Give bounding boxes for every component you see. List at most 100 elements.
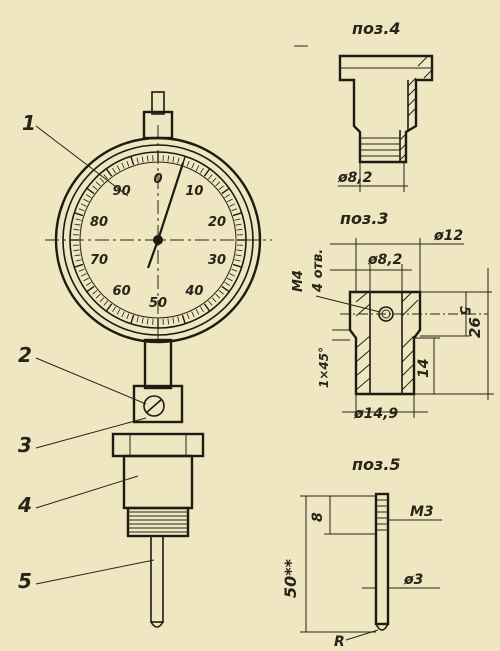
- dial-tick: [75, 218, 82, 221]
- dial-number: 30: [208, 253, 226, 268]
- dial-tick: [141, 317, 144, 324]
- dial-tick: [208, 300, 213, 306]
- dial-scale-ticks: [70, 152, 246, 328]
- dial-tick: [199, 306, 204, 313]
- dial-tick: [74, 212, 84, 217]
- part5-title: поз.5: [352, 455, 401, 474]
- dial-tick: [74, 254, 81, 257]
- part4-outline: [338, 54, 434, 164]
- part5-dim-8: 8: [310, 512, 326, 522]
- dial-tick: [95, 293, 101, 299]
- clamp-screw: [143, 395, 165, 417]
- dial-tick: [186, 160, 190, 167]
- dial-tick: [167, 155, 170, 162]
- dial-tick: [167, 318, 170, 325]
- dial-pivot: [153, 235, 163, 245]
- dial-tick: [186, 313, 190, 320]
- dial-tick: [86, 285, 95, 293]
- top-stem: [151, 91, 165, 115]
- clamp-screw-slot: [145, 398, 163, 414]
- dial-tick: [231, 208, 238, 212]
- dial-tick: [83, 198, 89, 203]
- callout-1: 1: [22, 111, 36, 135]
- dial-tick: [224, 194, 231, 199]
- dial-tick: [103, 174, 108, 180]
- dial-tick: [218, 185, 224, 190]
- dial-number: 60: [113, 284, 131, 299]
- dial-tick: [227, 277, 233, 282]
- part3-outer-dia: ø12: [433, 228, 463, 244]
- dial-tick: [177, 157, 180, 164]
- dial-tick: [99, 297, 105, 303]
- dial-tick: [236, 228, 243, 231]
- dial-tick: [99, 177, 105, 183]
- dial-tick: [232, 212, 242, 217]
- dial-tick: [236, 249, 243, 252]
- dial-tick: [103, 300, 108, 306]
- dial-tick: [208, 174, 213, 180]
- part3-holes: 4 отв.: [311, 249, 326, 293]
- dial-tick: [191, 162, 195, 169]
- dial-tick: [141, 156, 144, 163]
- callout-5: 5: [18, 569, 32, 593]
- dial-tick: [203, 168, 211, 177]
- dial-tick: [112, 306, 117, 313]
- dial-tick: [146, 155, 149, 162]
- dial-number: 80: [90, 215, 108, 230]
- dial-number: 10: [185, 184, 203, 199]
- callout-2: 2: [18, 343, 32, 367]
- dial-tick: [234, 218, 241, 221]
- part4-title: поз.4: [352, 19, 401, 38]
- dial-number: 40: [184, 284, 203, 299]
- dial-tick: [172, 156, 175, 163]
- part3-title: поз.3: [340, 209, 389, 228]
- mount-flange: [111, 432, 205, 458]
- dial-tick: [78, 268, 85, 272]
- dial-tick: [92, 185, 98, 190]
- dial-tick: [105, 168, 113, 177]
- dial-tick: [211, 177, 217, 183]
- part5-pin: [374, 492, 390, 626]
- dial-tick: [105, 303, 113, 312]
- dial-tick: [121, 162, 125, 169]
- part5-radius: R: [334, 634, 345, 650]
- dial-tick: [73, 228, 80, 231]
- clamp-block: [132, 384, 184, 424]
- part4-diameter: ø8,2: [337, 170, 372, 186]
- dial-number: 20: [208, 215, 226, 230]
- dial-tick: [199, 167, 204, 174]
- part5-dia-3: ø3: [403, 572, 423, 588]
- part3-bottom-dia: ø14,9: [353, 406, 398, 422]
- probe-tip: [150, 621, 164, 628]
- part3-m4: M4: [291, 270, 306, 292]
- dial-tick: [126, 313, 130, 320]
- dial-tick: [195, 165, 200, 171]
- part3-chamfer: 1×45°: [317, 347, 331, 388]
- probe-rod: [150, 535, 164, 623]
- dial-tick: [116, 165, 121, 171]
- dial-number: 70: [90, 253, 108, 268]
- dial-tick: [232, 263, 242, 268]
- dial-tick: [211, 297, 217, 303]
- dial-tick: [181, 314, 186, 324]
- dial-tick: [234, 259, 241, 262]
- dial-tick: [83, 277, 89, 282]
- dial-tick: [229, 203, 236, 207]
- dial-tick: [218, 290, 224, 295]
- dial-tick: [75, 259, 82, 262]
- dial-tick: [235, 223, 242, 226]
- part5-m3: M3: [410, 504, 434, 520]
- part3-dim-26: 26: [466, 317, 484, 338]
- dial-tick: [80, 203, 87, 207]
- dial-tick: [74, 263, 84, 268]
- dial-tick: [92, 290, 98, 295]
- part-4-drawing: поз.4 ø8,2: [294, 19, 434, 192]
- callouts: 1 2 3 4 5: [17, 111, 155, 593]
- dial-tick: [227, 198, 233, 203]
- part3-dim-14: 14: [416, 359, 432, 378]
- dial-tick: [80, 273, 87, 277]
- dial-tick: [215, 181, 221, 187]
- dial-tick: [229, 273, 236, 277]
- dial-tick: [136, 157, 139, 164]
